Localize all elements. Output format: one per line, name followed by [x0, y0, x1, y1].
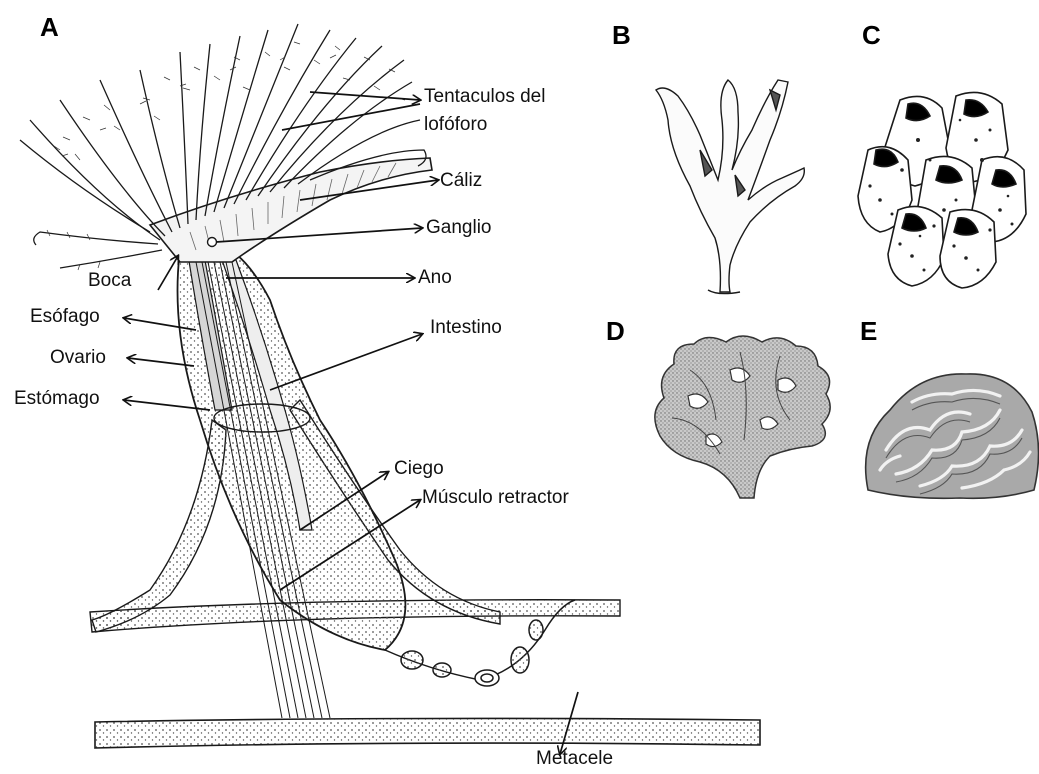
label-boca: Boca: [88, 270, 131, 292]
label-esofago: Esófago: [30, 306, 100, 328]
panel-letter-b: B: [612, 20, 631, 51]
label-ano: Ano: [418, 267, 452, 289]
stolon-bottom: [95, 718, 760, 748]
label-ciego: Ciego: [394, 458, 444, 480]
panel-letter-c: C: [862, 20, 881, 51]
label-tentaculos-line1: Tentaculos del: [424, 86, 545, 108]
label-ovario: Ovario: [50, 347, 106, 369]
ganglion: [208, 238, 217, 247]
panel-letter-a: A: [40, 12, 59, 43]
label-intestino: Intestino: [430, 317, 502, 339]
label-tentaculos-line2: lofóforo: [424, 114, 487, 136]
panel-letter-e: E: [860, 316, 877, 347]
colony-d-drawing: [655, 336, 830, 498]
panel-letter-d: D: [606, 316, 625, 347]
label-musculo-retractor: Músculo retractor: [422, 487, 569, 509]
label-metacele: Metacele: [536, 748, 613, 770]
label-estomago: Estómago: [14, 388, 100, 410]
colony-c-drawing: [858, 92, 1026, 288]
calyx: [150, 158, 432, 262]
colony-b-drawing: [656, 80, 804, 294]
label-ganglio: Ganglio: [426, 217, 492, 239]
zooid-illustration: [20, 24, 760, 748]
label-caliz: Cáliz: [440, 170, 482, 192]
left-branch: [92, 420, 226, 632]
colony-e-drawing: [866, 374, 1039, 498]
